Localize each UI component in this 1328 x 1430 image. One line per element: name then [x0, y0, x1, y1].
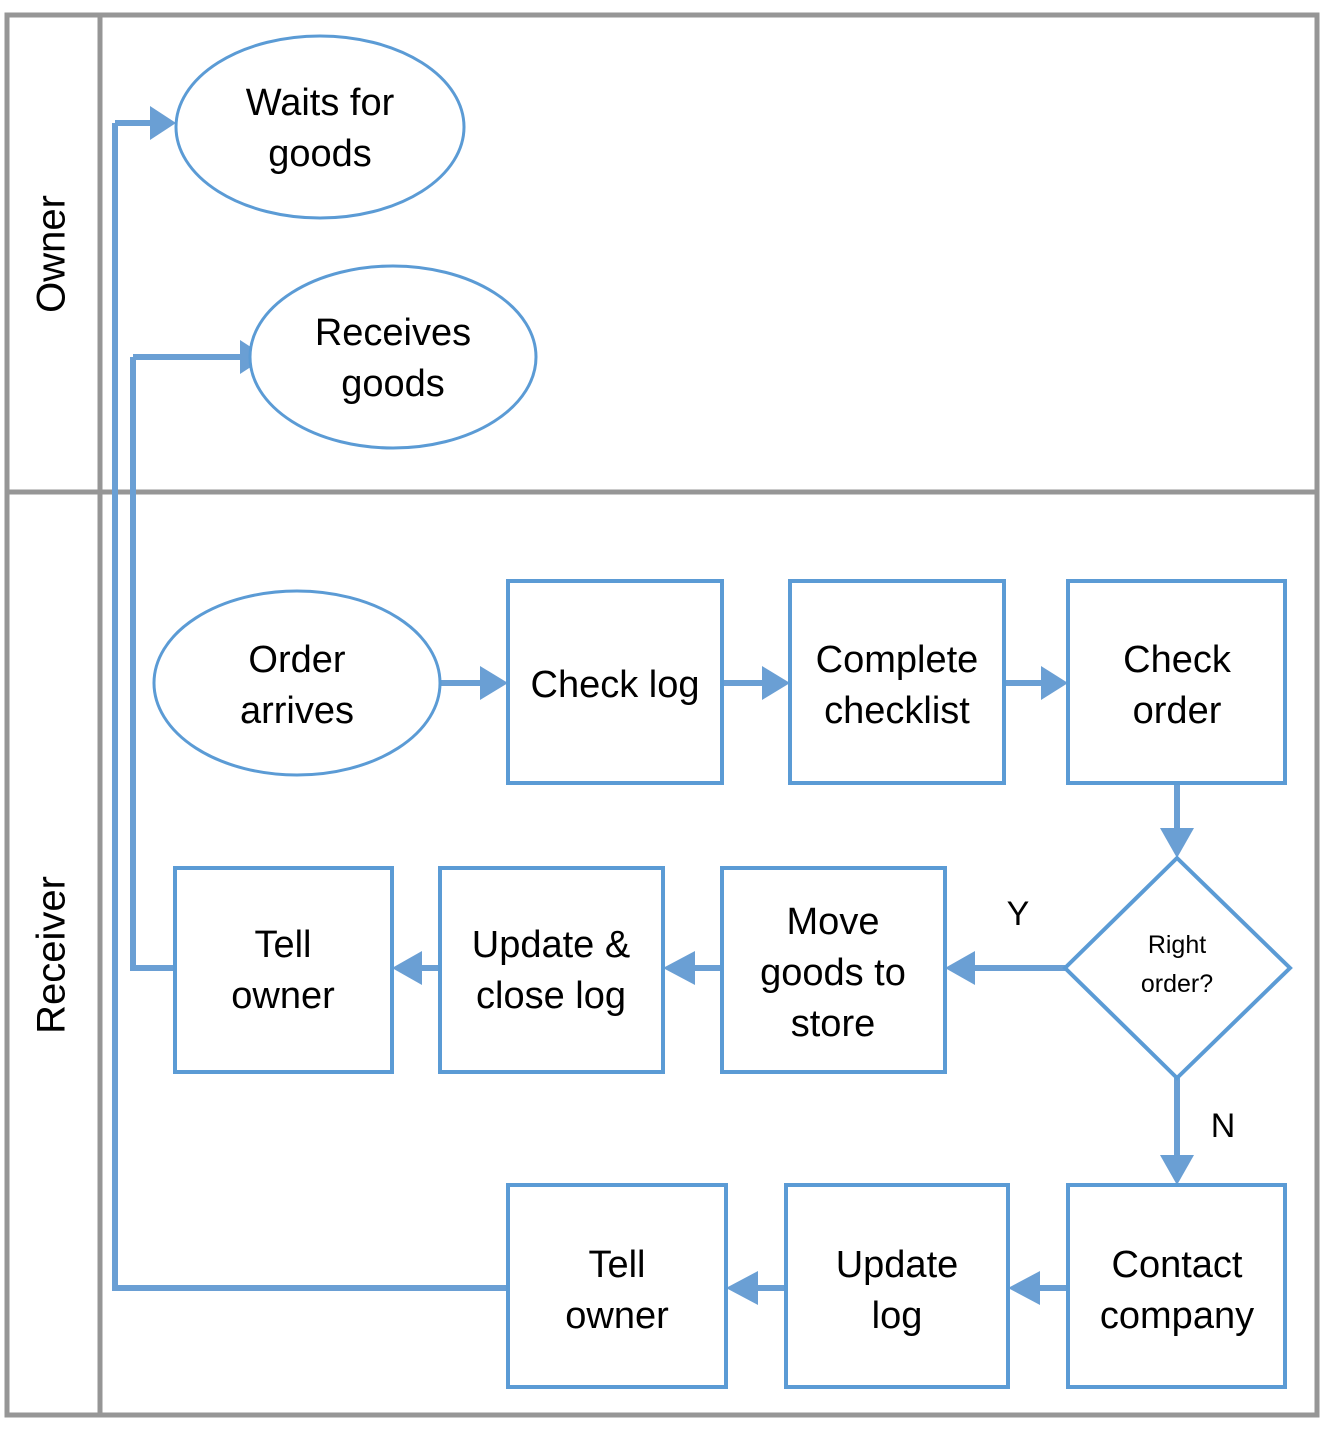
update-close-log-label-line2: close log	[476, 975, 626, 1017]
check-log-label: Check log	[531, 664, 700, 706]
arrowhead-update-log	[1008, 1271, 1040, 1305]
node-contact-company[interactable]: Contact company	[1066, 1183, 1287, 1389]
lane-label-receiver-text: Receiver	[30, 876, 74, 1034]
update-close-log-label-line1: Update &	[472, 924, 630, 966]
edge-tell-owner-yes-to-receives-goods-vertical	[130, 357, 175, 971]
order-arrives-label-line2: arrives	[240, 690, 354, 732]
contact-company-box[interactable]	[1066, 1183, 1287, 1389]
contact-company-label-line1: Contact	[1112, 1244, 1243, 1286]
node-update-log[interactable]: Update log	[784, 1183, 1010, 1389]
order-arrives-label-line1: Order	[248, 639, 345, 681]
right-order-diamond[interactable]	[1062, 855, 1293, 1081]
diagram-outer-border	[4, 12, 1320, 1418]
check-order-box[interactable]	[1066, 579, 1287, 785]
update-log-box[interactable]	[784, 1183, 1010, 1389]
complete-checklist-label-line2: checklist	[824, 690, 970, 732]
check-log-box[interactable]	[506, 579, 724, 785]
node-tell-owner-no[interactable]: Tell owner	[506, 1183, 728, 1389]
node-tell-owner-yes[interactable]: Tell owner	[173, 866, 394, 1074]
arrowhead-to-waits-for-goods	[150, 106, 176, 140]
check-order-label-line1: Check	[1123, 639, 1232, 681]
connectors	[112, 106, 1194, 1305]
update-log-label-line2: log	[872, 1295, 923, 1337]
lane-label-owner: Owner	[30, 195, 74, 313]
edge-label-no: N	[1211, 1107, 1236, 1145]
tell-owner-yes-box[interactable]	[173, 866, 394, 1074]
edge-tell-owner-no-to-waits-for-goods-path	[112, 123, 508, 1291]
arrowhead-check-order	[1041, 666, 1068, 700]
tell-owner-no-label-line2: owner	[565, 1295, 669, 1337]
arrowhead-update-close-log	[663, 951, 695, 985]
arrowhead-tell-owner-no	[726, 1271, 758, 1305]
move-goods-label-line1: Move	[787, 901, 880, 943]
update-close-log-box[interactable]	[438, 866, 665, 1074]
arrowhead-complete-checklist	[762, 666, 790, 700]
move-goods-to-store-box[interactable]	[720, 866, 947, 1074]
order-arrives-ellipse[interactable]	[152, 589, 442, 777]
node-right-order-decision[interactable]: Right order?	[1062, 855, 1293, 1081]
node-update-close-log[interactable]: Update & close log	[438, 866, 665, 1074]
update-log-label-line1: Update	[836, 1244, 959, 1286]
node-receives-goods[interactable]: Receives goods	[248, 264, 538, 450]
check-order-label-line2: order	[1133, 690, 1222, 732]
move-goods-label-line2: goods to	[760, 952, 906, 994]
edge-label-yes: Y	[1007, 895, 1030, 933]
complete-checklist-box[interactable]	[788, 579, 1006, 785]
waits-for-goods-label-line1: Waits for	[246, 82, 395, 124]
tell-owner-no-label-line1: Tell	[588, 1244, 645, 1286]
swimlane-frame	[4, 12, 1320, 1418]
right-order-label-line1: Right	[1148, 931, 1206, 959]
arrowhead-contact-company	[1160, 1155, 1194, 1185]
node-complete-checklist[interactable]: Complete checklist	[788, 579, 1006, 785]
arrowhead-decision	[1160, 828, 1194, 858]
arrowhead-tell-owner-yes	[392, 951, 422, 985]
contact-company-label-line2: company	[1100, 1295, 1254, 1337]
complete-checklist-label-line1: Complete	[816, 639, 979, 681]
tell-owner-no-box[interactable]	[506, 1183, 728, 1389]
node-check-log[interactable]: Check log	[506, 579, 724, 785]
node-waits-for-goods[interactable]: Waits for goods	[174, 34, 466, 220]
move-goods-label-line3: store	[791, 1003, 875, 1045]
waits-for-goods-ellipse[interactable]	[174, 34, 466, 220]
arrowhead-check-log	[480, 666, 508, 700]
node-move-goods-to-store[interactable]: Move goods to store	[720, 866, 947, 1074]
tell-owner-yes-label-line1: Tell	[254, 924, 311, 966]
arrowhead-move-goods	[945, 951, 975, 985]
receives-goods-label-line1: Receives	[315, 312, 471, 354]
receives-goods-ellipse[interactable]	[248, 264, 538, 450]
tell-owner-yes-label-line2: owner	[231, 975, 335, 1017]
right-order-label-line2: order?	[1141, 970, 1213, 998]
node-order-arrives[interactable]: Order arrives	[152, 589, 442, 777]
lane-label-owner-text: Owner	[30, 195, 74, 313]
waits-for-goods-label-line2: goods	[268, 133, 372, 175]
lane-label-receiver: Receiver	[30, 876, 74, 1034]
receives-goods-label-line2: goods	[341, 363, 445, 405]
node-check-order[interactable]: Check order	[1066, 579, 1287, 785]
